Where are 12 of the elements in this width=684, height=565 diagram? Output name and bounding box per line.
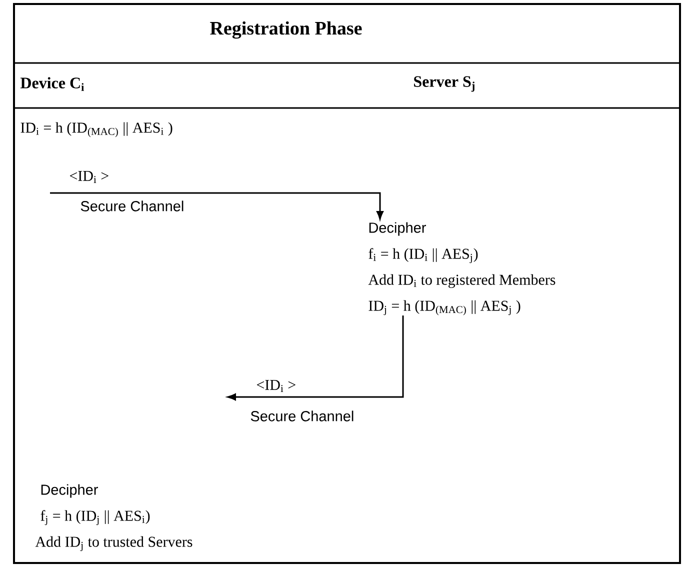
edge-label: <ID$_{i}$ > [255, 379, 298, 393]
step-text: ID$_{i}$ = h (ID$_{(MAC)}$ || AES$_{i}$ ) [20, 122, 172, 138]
column-heading: Server S$_{j}$ [414, 76, 474, 92]
title: Registration Phase [210, 21, 362, 39]
step-text: Decipher f$_{i}$ = h (ID$_{i}$ || AES$_{j}$) Add ID$_{i}$ to registered Members ID$_{j}$ = h (ID$_{(MAC)}$ || AES$_{j}$ ) [368, 222, 556, 316]
column-heading: Device C$_{i}$ [20, 77, 84, 91]
caption-text: Secure Channel [80, 200, 184, 212]
step-text: Decipher f$_{j}$ = h (ID$_{j}$ || AES$_{i}$) Add ID$_{j}$ to trusted Servers [35, 484, 192, 552]
caption-text: Secure Channel [250, 410, 354, 422]
arrow [227, 315, 404, 400]
arrow [50, 192, 384, 220]
edge-label: <ID$_{i}$ > [68, 170, 110, 184]
